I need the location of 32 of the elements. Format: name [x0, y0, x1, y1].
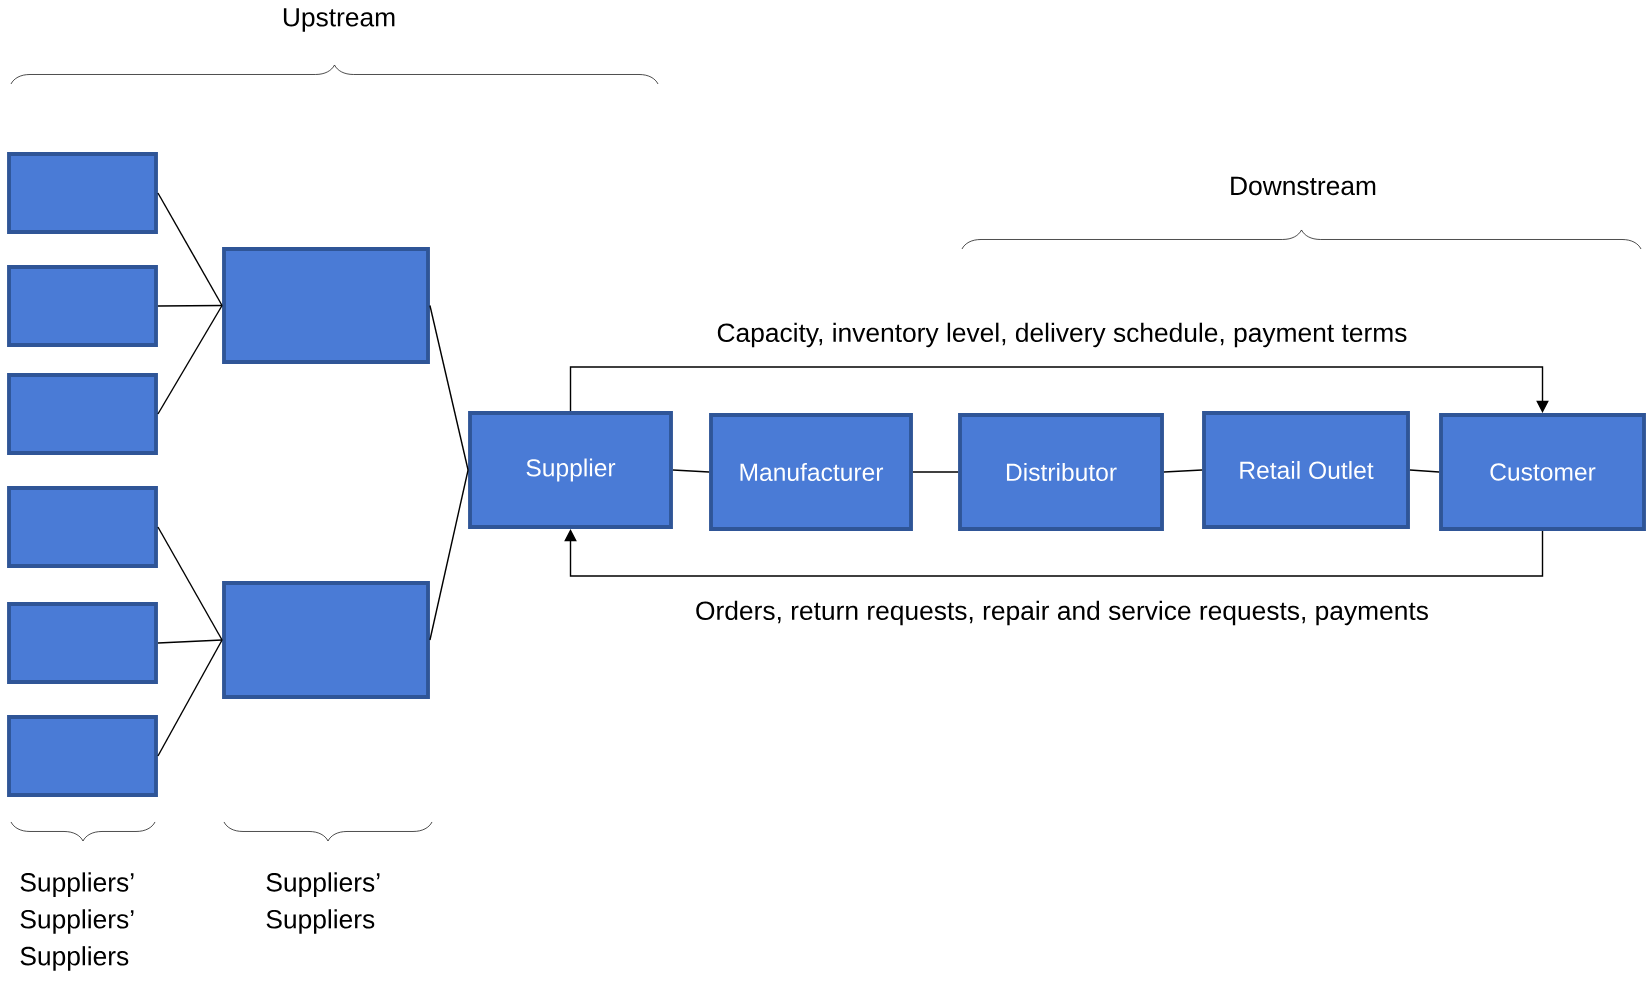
- connector-line: [429, 469, 469, 641]
- connector-line: [157, 192, 223, 307]
- connector-line: [1409, 469, 1440, 473]
- connector-line: [157, 304, 223, 415]
- label: Upstream: [283, 8, 395, 32]
- edge-label: Orders, return requests, repair and service requests, payments: [696, 600, 1428, 626]
- connector-line: [157, 304, 223, 307]
- connector-line: [157, 526, 223, 641]
- process-box: Manufacturer: [709, 413, 913, 531]
- empty-box: [7, 486, 158, 568]
- connector-line: [912, 471, 959, 473]
- empty-box: [222, 581, 430, 699]
- connector-line: [157, 639, 223, 644]
- connector-line: [157, 639, 223, 757]
- empty-box: [7, 265, 158, 347]
- empty-box: [7, 602, 158, 684]
- arrow: [569, 366, 1549, 413]
- label: Suppliers’ Suppliers’ Suppliers: [20, 872, 134, 971]
- empty-box: [7, 152, 158, 234]
- connector-line: [1163, 469, 1203, 473]
- connector-line: [672, 469, 710, 473]
- process-box: Customer: [1439, 413, 1646, 531]
- process-box: Retail Outlet: [1202, 411, 1410, 529]
- empty-box: [7, 373, 158, 455]
- label: Downstream: [1231, 176, 1376, 196]
- empty-box: [222, 247, 430, 364]
- process-box: Supplier: [468, 411, 673, 529]
- connector-line: [429, 304, 469, 471]
- label: Suppliers’ Suppliers: [266, 872, 380, 934]
- edge-label: Capacity, inventory level, delivery schedule, payment terms: [717, 322, 1407, 348]
- empty-box: [7, 715, 158, 797]
- process-box: Distributor: [958, 413, 1164, 531]
